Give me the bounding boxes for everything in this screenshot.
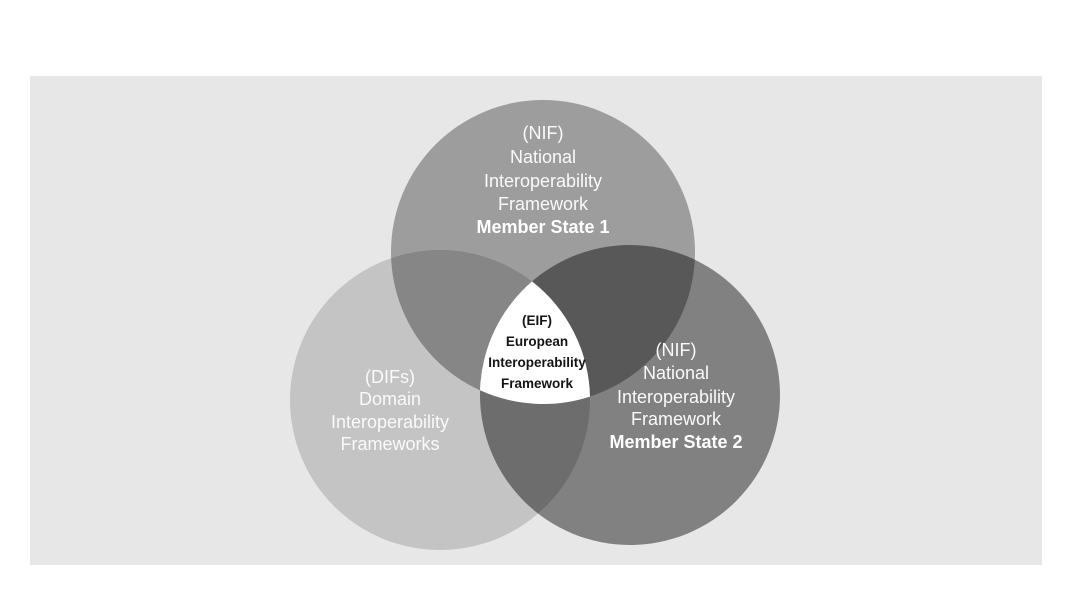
label-line: Frameworks (340, 434, 439, 454)
label-line: National (643, 363, 709, 383)
label-line: (NIF) (523, 123, 564, 143)
label-line-bold: Member State 2 (609, 432, 742, 452)
label-nif-member-state-1: (NIF) National Interoperability Framewor… (476, 123, 609, 237)
label-line: (DIFs) (365, 367, 415, 387)
label-line: Domain (359, 389, 421, 409)
label-line: National (510, 147, 576, 167)
label-line: (NIF) (656, 340, 697, 360)
label-line: Interoperability (617, 387, 735, 407)
label-eif-center: (EIF) European Interoperability Framewor… (488, 313, 586, 391)
label-line: Framework (631, 409, 722, 429)
label-line-bold: Member State 1 (476, 217, 609, 237)
label-difs: (DIFs) Domain Interoperability Framework… (331, 367, 449, 454)
label-line: (EIF) (522, 313, 552, 328)
label-line: Interoperability (484, 171, 602, 191)
label-line: Framework (501, 376, 574, 391)
center-eif-region (480, 281, 590, 405)
label-nif-member-state-2: (NIF) National Interoperability Framewor… (609, 340, 742, 452)
label-line: Interoperability (331, 412, 449, 432)
label-line: Framework (498, 194, 589, 214)
label-line: European (506, 334, 568, 349)
label-line: Interoperability (488, 355, 586, 370)
